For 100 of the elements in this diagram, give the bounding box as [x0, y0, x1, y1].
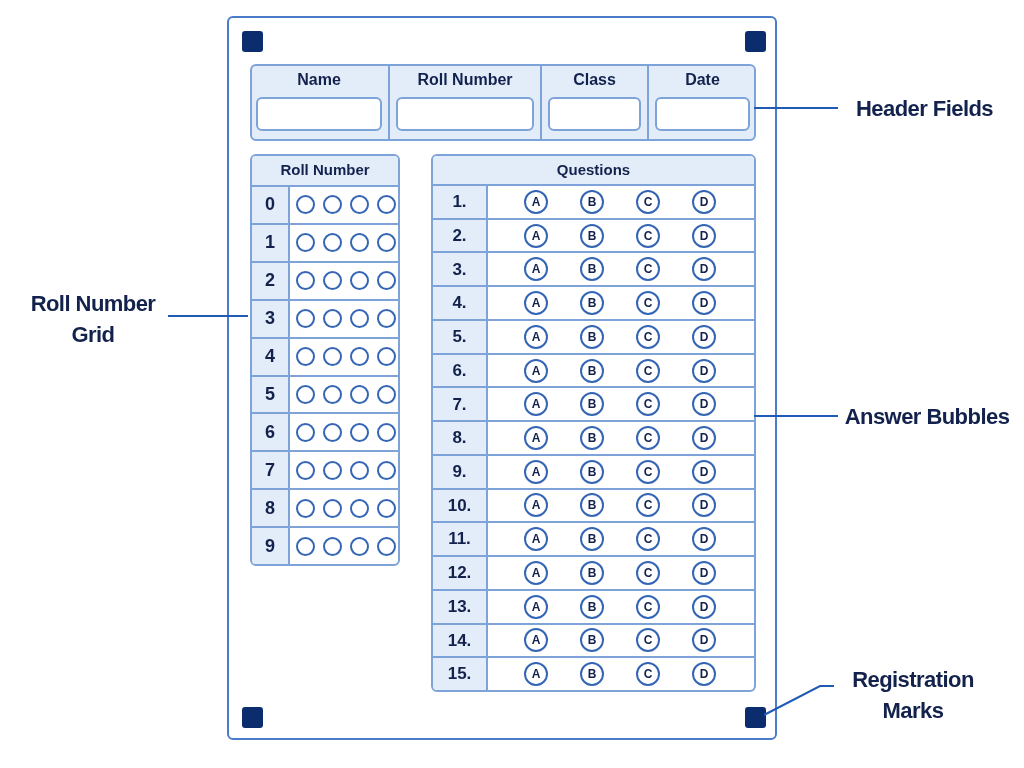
answer-bubble: C — [636, 426, 660, 450]
digit-cell: 5 — [252, 376, 290, 413]
header-panel — [250, 64, 756, 141]
registration-mark — [242, 707, 263, 728]
answer-bubble: B — [580, 392, 604, 417]
answer-bubble: A — [524, 358, 548, 383]
answer-bubble: C — [636, 628, 660, 653]
registration-mark — [242, 31, 263, 52]
answer-bubble: D — [692, 291, 716, 316]
answer-bubble: D — [692, 459, 716, 484]
answer-bubble: D — [692, 392, 716, 417]
answer-bubble: A — [524, 459, 548, 484]
answer-bubble: B — [580, 594, 604, 619]
question-number: 11. — [433, 523, 488, 556]
answer-bubble: A — [524, 392, 548, 417]
question-number: 10. — [433, 489, 488, 522]
question-number: 15. — [433, 658, 488, 690]
answer-bubble: C — [636, 594, 660, 619]
answer-bubble: A — [524, 662, 548, 687]
digit-cell: 4 — [252, 338, 290, 375]
answer-bubble: C — [636, 493, 660, 518]
registration-mark — [745, 707, 766, 728]
question-number: 14. — [433, 624, 488, 657]
answer-bubble: A — [524, 324, 548, 349]
answer-bubble: D — [692, 257, 716, 282]
answer-bubble: D — [692, 560, 716, 585]
digit-cell: 2 — [252, 262, 290, 299]
answer-bubble: D — [692, 426, 716, 450]
question-number: 9. — [433, 455, 488, 488]
roll-number-grid — [250, 154, 400, 566]
question-number: 5. — [433, 320, 488, 353]
digit-cell: 1 — [252, 224, 290, 261]
answer-bubble: C — [636, 291, 660, 316]
answer-bubble: C — [636, 358, 660, 383]
question-number: 8. — [433, 422, 488, 454]
answer-bubble: B — [580, 493, 604, 518]
registration-mark — [745, 31, 766, 52]
digit-cell: 0 — [252, 187, 290, 223]
field-label: Class — [573, 70, 616, 90]
answer-bubble: A — [524, 527, 548, 552]
callout-label: Roll Number Grid — [22, 288, 164, 350]
field-label: Name — [297, 70, 341, 90]
callout-label: Header Fields — [842, 93, 1007, 123]
answer-bubble: C — [636, 392, 660, 417]
answer-bubble: A — [524, 594, 548, 619]
answer-bubble: D — [692, 223, 716, 248]
leader-line — [753, 415, 839, 417]
answer-bubble: B — [580, 257, 604, 282]
answer-bubble: B — [580, 223, 604, 248]
answer-bubble: A — [524, 426, 548, 450]
question-number: 7. — [433, 388, 488, 421]
question-number: 6. — [433, 354, 488, 387]
answer-bubble: D — [692, 628, 716, 653]
answer-bubble: D — [692, 324, 716, 349]
leader-line — [167, 315, 249, 317]
digit-cell: 6 — [252, 414, 290, 451]
answer-bubble: B — [580, 662, 604, 687]
questions-grid — [431, 154, 756, 692]
question-number: 12. — [433, 557, 488, 589]
answer-bubble: A — [524, 257, 548, 282]
digit-cell: 9 — [252, 528, 290, 564]
answer-bubble: B — [580, 459, 604, 484]
answer-bubble: C — [636, 257, 660, 282]
leader-line — [763, 685, 835, 716]
grid-heading: Questions — [433, 156, 754, 186]
answer-bubble: A — [524, 291, 548, 316]
answer-bubble: A — [524, 189, 548, 214]
answer-bubble: D — [692, 527, 716, 552]
answer-bubble: C — [636, 527, 660, 552]
question-number: 2. — [433, 219, 488, 252]
question-number: 3. — [433, 253, 488, 286]
question-number: 1. — [433, 186, 488, 218]
answer-bubble: B — [580, 628, 604, 653]
question-number: 4. — [433, 287, 488, 319]
callout-label: Answer Bubbles — [842, 401, 1012, 431]
answer-bubble: B — [580, 324, 604, 349]
answer-bubble: B — [580, 189, 604, 214]
callout-label: Registration Marks — [838, 664, 988, 726]
answer-bubble: A — [524, 560, 548, 585]
answer-bubble: A — [524, 628, 548, 653]
question-number: 13. — [433, 590, 488, 623]
answer-bubble: B — [580, 527, 604, 552]
field-label: Roll Number — [417, 70, 513, 90]
answer-bubble: B — [580, 560, 604, 585]
answer-bubble: A — [524, 223, 548, 248]
answer-bubble: D — [692, 358, 716, 383]
field-label: Date — [685, 70, 720, 90]
digit-cell: 8 — [252, 490, 290, 527]
answer-bubble: B — [580, 291, 604, 316]
answer-bubble: C — [636, 560, 660, 585]
grid-heading: Roll Number — [252, 156, 398, 187]
answer-sheet — [227, 16, 777, 740]
answer-bubble: A — [524, 493, 548, 518]
answer-bubble: C — [636, 662, 660, 687]
answer-bubble: D — [692, 662, 716, 687]
answer-bubble: B — [580, 358, 604, 383]
answer-bubble: C — [636, 324, 660, 349]
answer-bubble: D — [692, 189, 716, 214]
answer-bubble: C — [636, 223, 660, 248]
answer-bubble: B — [580, 426, 604, 450]
